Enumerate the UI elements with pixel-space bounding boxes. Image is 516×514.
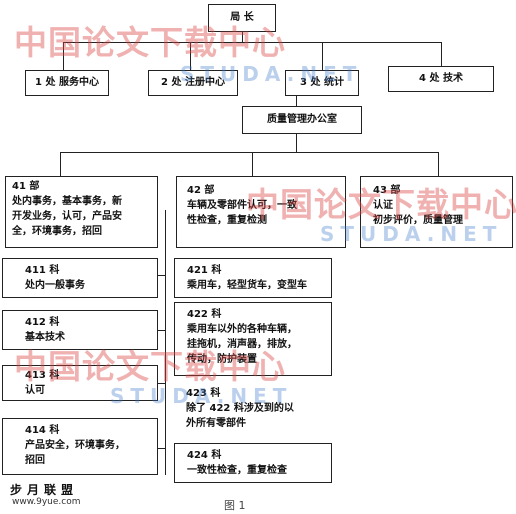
section-desc-411: 处内一般事务 <box>25 280 85 291</box>
division-label-1: 1 处 服务中心 <box>35 77 99 88</box>
department-title-43: 43 部 <box>373 185 401 196</box>
division-box-4: 4 处 技术 <box>388 66 494 92</box>
connector <box>63 42 441 43</box>
section-box-413: 413 科 认可 <box>2 365 158 401</box>
department-desc-41: 处内事务，基本事务，新 开发业务，认可，产品安 全，环境事务，招回 <box>12 196 122 237</box>
connector <box>60 152 439 153</box>
connector <box>63 42 64 70</box>
division-label-4: 4 处 技术 <box>419 73 463 84</box>
site-url: www.9yue.com <box>12 497 81 507</box>
section-desc-422: 乘用车以外的各种车辆， 挂拖机，消声器，排放， 传动，防护装置 <box>187 324 297 365</box>
section-desc-413: 认可 <box>25 385 45 396</box>
department-title-41: 41 部 <box>12 181 40 192</box>
connector <box>158 383 165 384</box>
section-box-411: 411 科 处内一般事务 <box>2 258 158 298</box>
section-title-423: 423 科 <box>186 388 221 399</box>
section-box-421: 421 科 乘用车，轻型货车，变型车 <box>174 258 332 298</box>
department-box-42: 42 部 车辆及零部件认可，一致 性检查，重复检测 <box>176 176 346 248</box>
section-box-412: 412 科 基本技术 <box>2 310 158 350</box>
connector <box>322 42 323 70</box>
root-box: 局 长 <box>208 4 276 32</box>
section-box-423: 423 科 除了 422 科涉及到的以 外所有零部件 <box>174 382 332 438</box>
section-desc-424: 一致性检查，重复检查 <box>187 465 287 476</box>
division-box-2: 2 处 注册中心 <box>148 70 238 96</box>
connector <box>158 448 165 449</box>
connector <box>438 152 439 176</box>
section-title-421: 421 科 <box>187 265 222 276</box>
section-box-424: 424 科 一致性检查，重复检查 <box>174 443 332 483</box>
division-box-3: 3 处 统计 <box>285 70 359 96</box>
connector <box>441 42 442 66</box>
section-desc-423: 除了 422 科涉及到的以 外所有零部件 <box>186 403 294 429</box>
section-title-414: 414 科 <box>25 425 60 436</box>
connector <box>296 134 297 152</box>
section-desc-414: 产品安全，环境事务， 招回 <box>25 440 125 466</box>
section-title-412: 412 科 <box>25 317 60 328</box>
department-desc-42: 车辆及零部件认可，一致 性检查，重复检测 <box>187 200 297 226</box>
section-title-422: 422 科 <box>187 309 222 320</box>
connector <box>242 32 243 42</box>
connector <box>190 42 191 70</box>
department-title-42: 42 部 <box>187 185 215 196</box>
section-title-413: 413 科 <box>25 370 60 381</box>
root-label: 局 长 <box>230 12 254 23</box>
department-desc-43: 认证 初步评价，质量管理 <box>373 200 463 226</box>
quality-office-box: 质量管理办公室 <box>242 106 362 134</box>
section-desc-421: 乘用车，轻型货车，变型车 <box>187 280 307 291</box>
department-box-43: 43 部 认证 初步评价，质量管理 <box>360 176 513 248</box>
section-desc-412: 基本技术 <box>25 332 65 343</box>
figure-caption: 图 1 <box>224 499 246 512</box>
site-logo: 步月联盟 <box>10 483 79 497</box>
division-box-1: 1 处 服务中心 <box>25 70 109 96</box>
connector <box>60 152 61 176</box>
section-box-422: 422 科 乘用车以外的各种车辆， 挂拖机，消声器，排放， 传动，防护装置 <box>174 302 332 376</box>
connector <box>158 330 165 331</box>
quality-office-label: 质量管理办公室 <box>267 114 337 125</box>
connector <box>252 152 253 176</box>
division-label-2: 2 处 注册中心 <box>161 77 225 88</box>
section-box-414: 414 科 产品安全，环境事务， 招回 <box>2 418 158 475</box>
connector <box>165 210 166 475</box>
connector <box>158 275 165 276</box>
division-label-3: 3 处 统计 <box>300 77 344 88</box>
section-title-411: 411 科 <box>25 265 60 276</box>
section-title-424: 424 科 <box>187 450 222 461</box>
department-box-41: 41 部 处内事务，基本事务，新 开发业务，认可，产品安 全，环境事务，招回 <box>5 176 158 248</box>
